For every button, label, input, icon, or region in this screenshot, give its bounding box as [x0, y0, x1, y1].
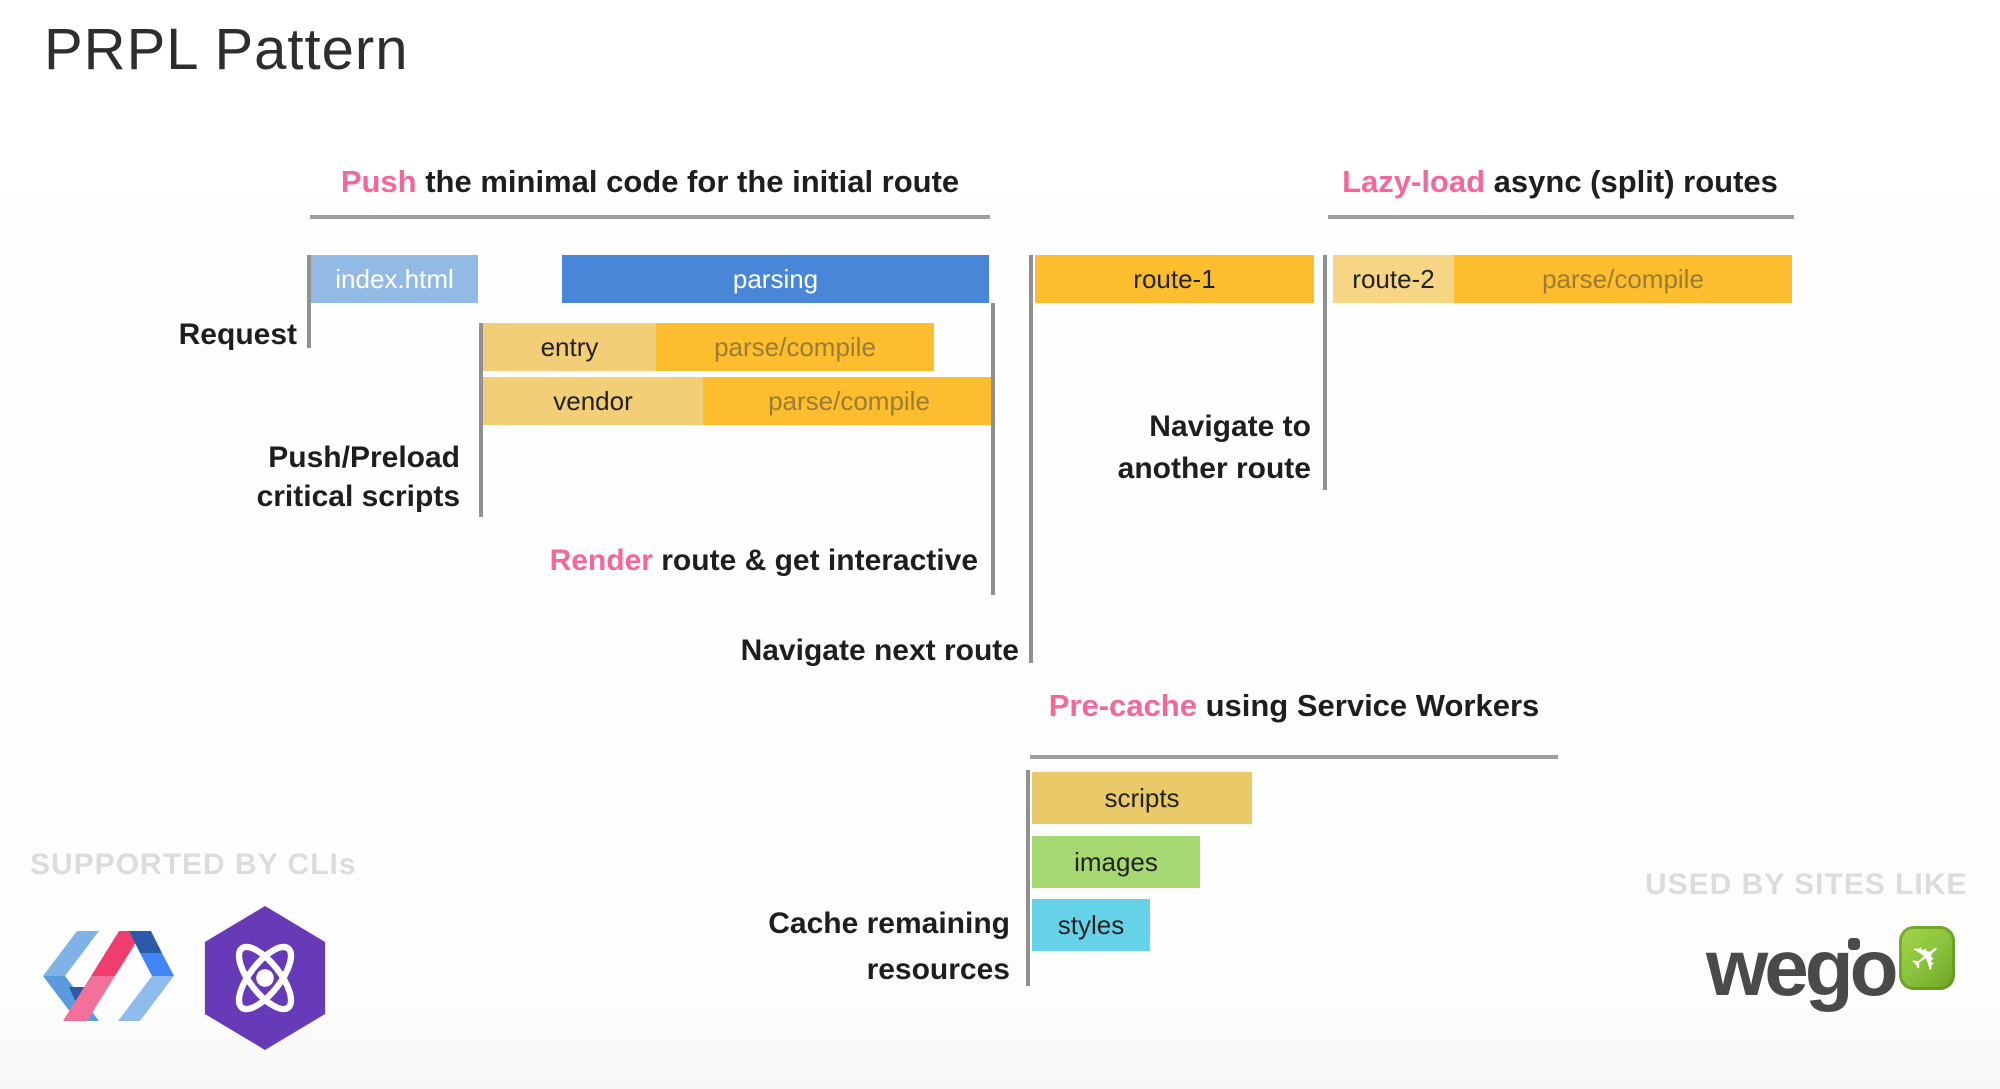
bar-entry: entry — [483, 323, 656, 371]
push-preload-label: Push/Preload critical scripts — [150, 438, 460, 516]
bar-styles: styles — [1032, 899, 1150, 951]
bar-parsing: parsing — [562, 255, 989, 303]
navigate-next-marker-line — [1029, 255, 1033, 663]
wego-logo: wego ✈ — [1706, 920, 1966, 1040]
navigate-another-label-line1: Navigate to — [1149, 410, 1311, 443]
navigate-another-label-line2: another route — [1117, 452, 1311, 485]
used-by-sites-label: USED BY SITES LIKE — [1645, 868, 1968, 901]
render-label-highlight: Render — [549, 544, 653, 577]
cache-remaining-label: Cache remaining resources — [660, 901, 1010, 993]
wego-plane-badge: ✈ — [1899, 926, 1955, 990]
cache-remaining-label-line1: Cache remaining — [768, 907, 1010, 940]
navigate-another-label: Navigate to another route — [1011, 406, 1311, 490]
wego-wordmark: wego — [1706, 923, 1898, 1012]
render-label: Render route & get interactive — [478, 541, 978, 581]
request-marker-line — [307, 255, 311, 348]
bar-route-2-parse-compile: parse/compile — [1454, 255, 1792, 303]
precache-section-underline — [1030, 755, 1558, 759]
lazyload-heading-highlight: Lazy-load — [1342, 164, 1486, 199]
bar-route-1: route-1 — [1035, 255, 1314, 303]
push-preload-label-line1: Push/Preload — [268, 441, 460, 474]
bar-route-2: route-2 — [1333, 255, 1454, 303]
navigate-next-label: Navigate next route — [740, 634, 1019, 667]
cache-remaining-label-line2: resources — [866, 953, 1010, 986]
precache-section-heading: Pre-cache using Service Workers — [1030, 688, 1558, 724]
precache-heading-highlight: Pre-cache — [1048, 688, 1197, 723]
precache-marker-line — [1026, 770, 1030, 986]
navigate-another-marker-line — [1323, 255, 1327, 490]
wego-plane-icon: ✈ — [1901, 931, 1953, 985]
render-marker-line — [991, 303, 995, 595]
page-title: PRPL Pattern — [44, 17, 409, 82]
lazyload-heading-rest: async (split) routes — [1485, 164, 1778, 199]
bar-vendor-parse-compile: parse/compile — [703, 377, 995, 425]
push-section-underline — [310, 215, 990, 219]
bar-vendor: vendor — [483, 377, 703, 425]
push-preload-marker-line — [479, 323, 483, 517]
push-heading-highlight: Push — [340, 164, 417, 199]
render-label-rest: route & get interactive — [652, 544, 978, 577]
bar-index-html: index.html — [311, 255, 478, 303]
push-preload-label-line2: critical scripts — [256, 480, 460, 513]
polymer-logo — [43, 931, 174, 1021]
preact-logo — [204, 906, 326, 1050]
lazyload-section-heading: Lazy-load async (split) routes — [1325, 164, 1795, 200]
bar-images: images — [1032, 836, 1200, 888]
supported-by-clis-label: SUPPORTED BY CLIs — [30, 848, 357, 881]
bar-scripts: scripts — [1032, 772, 1252, 824]
push-section-heading: Push the minimal code for the initial ro… — [310, 164, 990, 200]
lazyload-section-underline — [1328, 215, 1794, 219]
request-label: Request — [178, 318, 297, 351]
wego-dot — [1848, 938, 1860, 950]
push-heading-rest: the minimal code for the initial route — [416, 164, 960, 199]
precache-heading-rest: using Service Workers — [1196, 688, 1540, 723]
bar-entry-parse-compile: parse/compile — [656, 323, 934, 371]
